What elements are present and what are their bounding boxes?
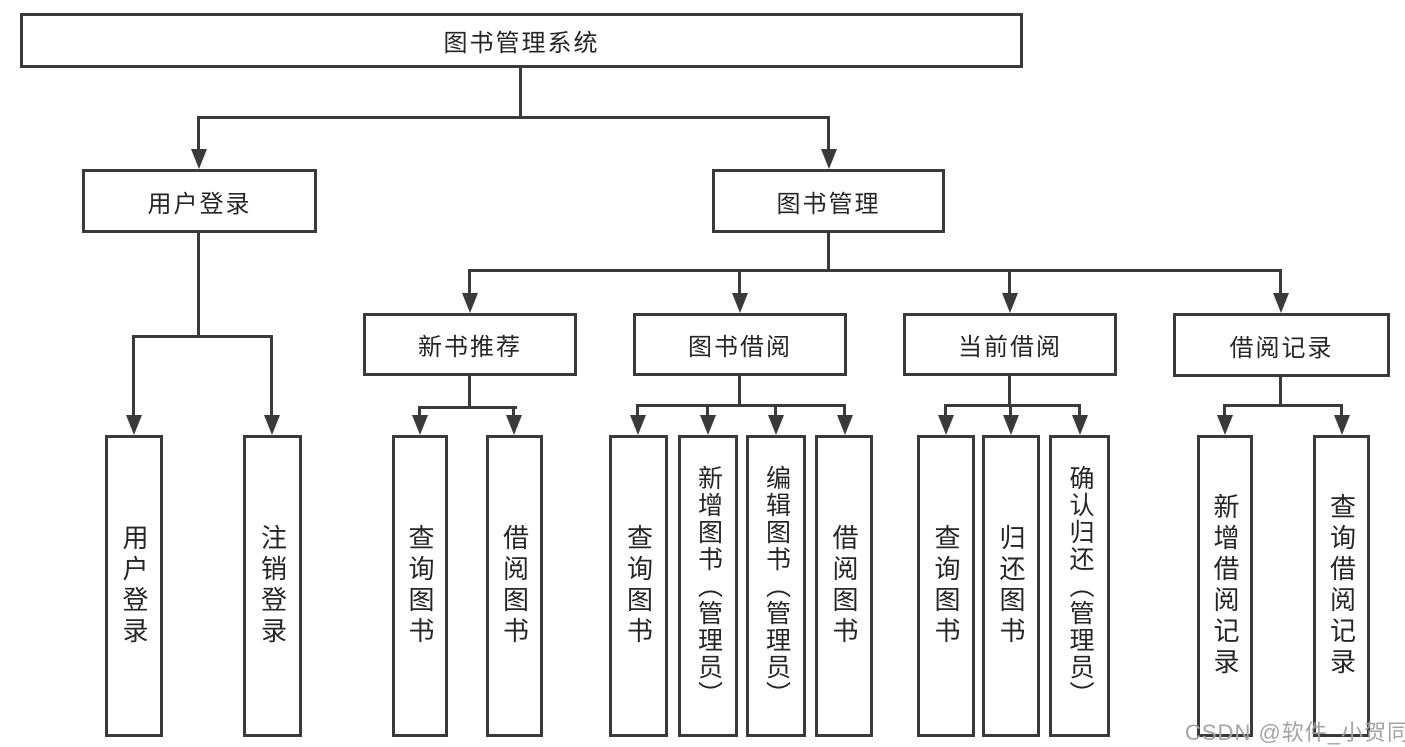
arrowhead-icon bbox=[630, 415, 646, 435]
node-label: 图书借阅 bbox=[688, 334, 792, 361]
connector-line bbox=[519, 68, 522, 119]
node-label: 查询图书 bbox=[405, 524, 435, 648]
node-label: 当前借阅 bbox=[958, 334, 1062, 361]
leaf-borrow-books-2: 借阅图书 bbox=[815, 435, 873, 737]
node-label: 借阅记录 bbox=[1229, 334, 1334, 362]
connector-line bbox=[944, 404, 947, 418]
arrowhead-icon bbox=[821, 149, 837, 169]
node-label: 查询图书 bbox=[931, 524, 961, 648]
node-label: 借阅图书 bbox=[499, 524, 530, 648]
connector-line bbox=[1009, 404, 1012, 418]
arrowhead-icon bbox=[462, 293, 478, 313]
arrowhead-icon bbox=[938, 415, 954, 435]
connector-line bbox=[197, 116, 829, 119]
connector-line bbox=[1340, 404, 1343, 418]
leaf-add-borrow-record: 新增借阅记录 bbox=[1197, 435, 1253, 737]
leaf-user-login: 用户登录 bbox=[105, 435, 163, 737]
connector-line bbox=[270, 335, 273, 417]
node-user-login: 用户登录 bbox=[82, 169, 317, 233]
connector-line bbox=[738, 376, 741, 407]
connector-line bbox=[827, 233, 830, 272]
leaf-query-books-2: 查询图书 bbox=[609, 435, 668, 737]
connector-line bbox=[1223, 404, 1342, 407]
csdn-watermark: CSDN @软件_小贺同学 bbox=[1185, 720, 1405, 745]
node-root-library-system: 图书管理系统 bbox=[20, 13, 1023, 68]
arrowhead-icon bbox=[191, 149, 207, 169]
connector-line bbox=[1279, 376, 1282, 407]
connector-line bbox=[1078, 404, 1081, 418]
node-borrow-record: 借阅记录 bbox=[1173, 313, 1390, 377]
leaf-add-books-admin: 新增图书（管理员） bbox=[678, 435, 738, 737]
leaf-confirm-return-admin: 确认归还（管理员） bbox=[1049, 435, 1110, 737]
node-book-management: 图书管理 bbox=[712, 169, 945, 233]
connector-line bbox=[774, 404, 777, 418]
connector-line bbox=[1008, 269, 1011, 296]
connector-line bbox=[197, 116, 200, 152]
leaf-borrow-books-1: 借阅图书 bbox=[486, 435, 543, 737]
connector-line bbox=[132, 335, 135, 417]
node-label: 查询图书 bbox=[623, 524, 654, 648]
arrowhead-icon bbox=[837, 415, 853, 435]
connector-line bbox=[1008, 376, 1011, 407]
connector-line bbox=[738, 269, 741, 296]
node-current-borrow: 当前借阅 bbox=[903, 313, 1117, 376]
leaf-query-books-1: 查询图书 bbox=[392, 435, 448, 737]
node-label: 借阅图书 bbox=[829, 524, 859, 648]
arrowhead-icon bbox=[732, 293, 748, 313]
arrowhead-icon bbox=[1334, 415, 1350, 435]
arrowhead-icon bbox=[506, 415, 522, 435]
arrowhead-icon bbox=[1002, 293, 1018, 313]
node-label: 归还图书 bbox=[996, 524, 1026, 648]
connector-line bbox=[1223, 404, 1226, 418]
node-label: 新书推荐 bbox=[418, 334, 522, 361]
node-label: 编辑图书（管理员） bbox=[762, 464, 791, 708]
arrowhead-icon bbox=[412, 415, 428, 435]
arrowhead-icon bbox=[1072, 415, 1088, 435]
leaf-edit-books-admin: 编辑图书（管理员） bbox=[746, 435, 806, 737]
arrowhead-icon bbox=[1217, 415, 1233, 435]
node-label: 用户登录 bbox=[147, 190, 252, 218]
node-label: 图书管理 bbox=[776, 190, 881, 218]
arrowhead-icon bbox=[126, 415, 142, 435]
connector-line bbox=[944, 404, 1081, 407]
node-label: 确认归还（管理员） bbox=[1066, 464, 1094, 708]
node-label: 注销登录 bbox=[257, 524, 288, 648]
connector-line bbox=[197, 233, 200, 338]
node-label: 图书管理系统 bbox=[443, 30, 600, 57]
connector-line bbox=[827, 116, 830, 152]
arrowhead-icon bbox=[1003, 415, 1019, 435]
connector-line bbox=[636, 404, 639, 418]
arrowhead-icon bbox=[768, 415, 784, 435]
node-book-borrow: 图书借阅 bbox=[633, 313, 847, 376]
connector-line bbox=[418, 406, 421, 418]
connector-line bbox=[468, 376, 471, 409]
arrowhead-icon bbox=[700, 415, 716, 435]
connector-line bbox=[468, 269, 1282, 272]
connector-line bbox=[706, 404, 709, 418]
node-new-book-recommend: 新书推荐 bbox=[363, 313, 577, 376]
connector-line bbox=[636, 404, 846, 407]
leaf-logout: 注销登录 bbox=[243, 435, 302, 737]
node-label: 查询借阅记录 bbox=[1326, 493, 1357, 679]
connector-line bbox=[418, 406, 517, 409]
leaf-query-books-3: 查询图书 bbox=[917, 435, 975, 737]
arrowhead-icon bbox=[1273, 293, 1289, 313]
connector-line bbox=[468, 269, 471, 296]
connector-line bbox=[132, 335, 273, 338]
node-label: 用户登录 bbox=[119, 524, 149, 648]
connector-line bbox=[512, 406, 515, 418]
connector-line bbox=[1279, 269, 1282, 296]
node-label: 新增图书（管理员） bbox=[694, 464, 723, 708]
arrowhead-icon bbox=[264, 415, 280, 435]
connector-line bbox=[843, 404, 846, 418]
node-label: 新增借阅记录 bbox=[1210, 493, 1240, 679]
leaf-query-borrow-record: 查询借阅记录 bbox=[1313, 435, 1370, 737]
leaf-return-books: 归还图书 bbox=[982, 435, 1040, 737]
